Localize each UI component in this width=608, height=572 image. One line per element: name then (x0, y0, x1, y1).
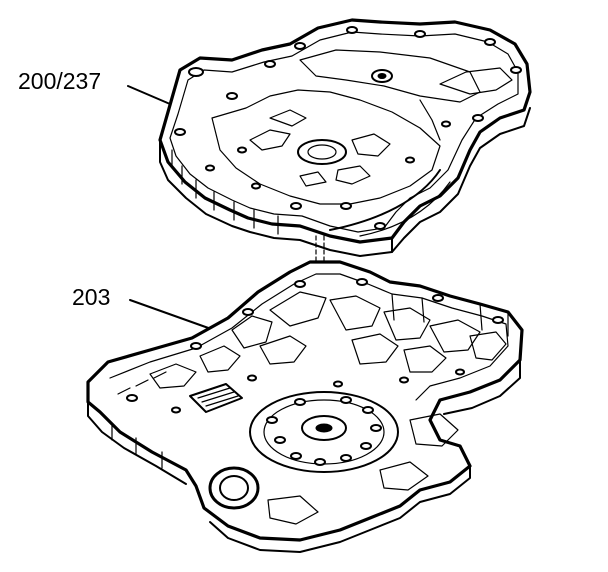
callout-label-200-237: 200/237 (18, 68, 102, 94)
leader-line-203 (129, 299, 215, 331)
callout-label-203: 203 (72, 284, 111, 310)
upper-plate-assembly (158, 18, 532, 257)
alignment-line-right (323, 235, 327, 441)
leader-line-200-237 (127, 85, 171, 105)
alignment-line-left (311, 235, 317, 441)
lower-valve-body (86, 260, 524, 553)
